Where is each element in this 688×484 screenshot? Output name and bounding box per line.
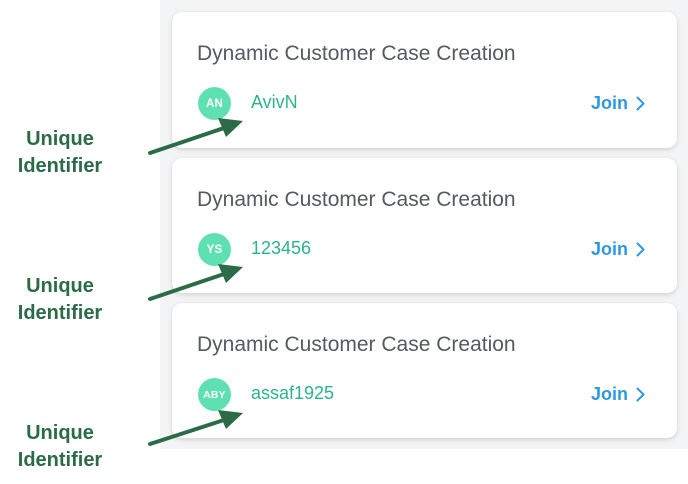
annotation-label: Unique Identifier [0,420,125,474]
join-label: Join [590,239,628,259]
session-title: Dynamic Customer Case Creation [197,188,516,211]
user-identifier: assaf1925 [251,383,335,403]
chevron-right-icon [636,387,645,402]
join-button[interactable]: Join [591,93,645,114]
annotation-label: Unique Identifier [0,126,125,180]
chevron-right-icon [636,96,645,111]
join-button[interactable]: Join [591,384,645,405]
session-card[interactable]: Dynamic Customer Case Creation AN AvivN … [172,12,677,148]
user-avatar: ABY [198,378,231,411]
user-identifier: 123456 [251,238,312,258]
user-identifier: AvivN [251,92,298,112]
annotation-line: Identifier [17,302,103,324]
session-card[interactable]: Dynamic Customer Case Creation YS 123456… [172,158,677,293]
annotation-line: Unique [26,422,94,444]
join-label: Join [590,384,628,404]
annotation-label: Unique Identifier [0,273,125,327]
chevron-right-icon [636,242,645,257]
annotation-line: Unique [26,128,94,150]
join-label: Join [590,93,628,113]
session-title: Dynamic Customer Case Creation [197,333,516,356]
user-avatar: AN [198,87,231,120]
user-avatar: YS [198,233,231,266]
annotation-line: Identifier [17,155,103,177]
session-title: Dynamic Customer Case Creation [197,42,516,65]
annotation-line: Unique [26,275,94,297]
session-card[interactable]: Dynamic Customer Case Creation ABY assaf… [172,303,677,438]
annotation-line: Identifier [17,449,103,471]
join-button[interactable]: Join [591,239,645,260]
